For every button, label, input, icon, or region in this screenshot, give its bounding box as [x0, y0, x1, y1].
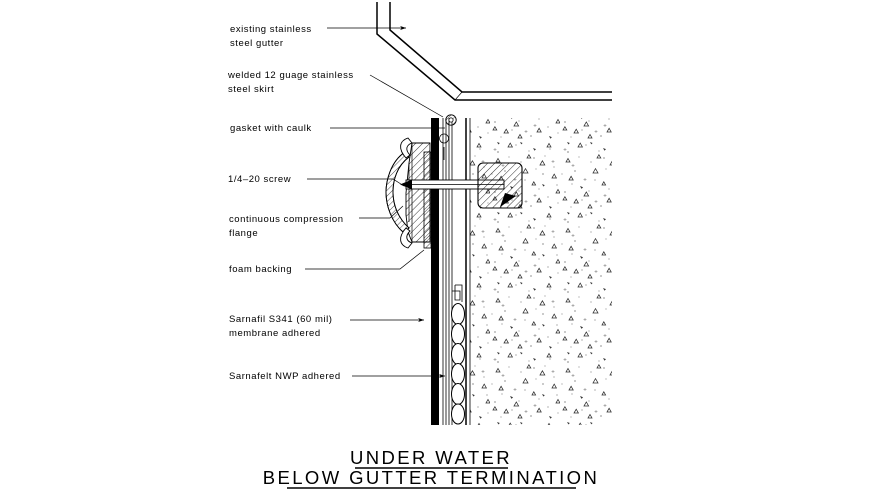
- label-sarnafil-s341-membrane-adhered: Sarnafil S341 (60 mil) membrane adhered: [229, 314, 425, 339]
- label-text-line-2: flange: [229, 228, 258, 239]
- label-text-line-1: existing stainless: [230, 24, 312, 35]
- label-text-line-2: membrane adhered: [229, 328, 321, 339]
- label-text-line-1: continuous compression: [229, 214, 344, 225]
- label-quarter-20-screw: 1/4–20 screw: [228, 174, 405, 187]
- membrane-felt-layers: [448, 118, 467, 425]
- label-text-line-1: Sarnafelt NWP adhered: [229, 371, 341, 382]
- label-continuous-compression-flange: continuous compression flange: [229, 205, 404, 239]
- felt-layer-texture: [451, 303, 465, 425]
- anchor-block: [477, 162, 523, 209]
- label-text-line-1: Sarnafil S341 (60 mil): [229, 314, 332, 325]
- title-line-2: BELOW GUTTER TERMINATION: [263, 467, 599, 488]
- label-text-line-2: steel skirt: [228, 84, 274, 95]
- label-existing-stainless-steel-gutter: existing stainless steel gutter: [230, 24, 407, 49]
- drawing-title: UNDER WATER BELOW GUTTER TERMINATION: [263, 447, 599, 489]
- gasket-caulk: [439, 114, 457, 160]
- foam-backing-block: [423, 151, 432, 249]
- label-foam-backing: foam backing: [229, 249, 425, 275]
- label-text-line-1: foam backing: [229, 264, 292, 275]
- label-gasket-with-caulk: gasket with caulk: [230, 123, 445, 134]
- label-text-line-1: 1/4–20 screw: [228, 174, 291, 185]
- title-line-1: UNDER WATER: [350, 447, 512, 468]
- label-text-line-2: steel gutter: [230, 38, 284, 49]
- label-welded-12-guage-stainless-steel-skirt: welded 12 guage stainless steel skirt: [227, 70, 444, 118]
- gutter-profile: [376, 2, 612, 101]
- label-sarnafelt-nwp-adhered: Sarnafelt NWP adhered: [229, 371, 446, 382]
- label-text-line-1: welded 12 guage stainless: [227, 70, 354, 81]
- label-text-line-1: gasket with caulk: [230, 123, 312, 134]
- steel-skirt: [431, 118, 447, 425]
